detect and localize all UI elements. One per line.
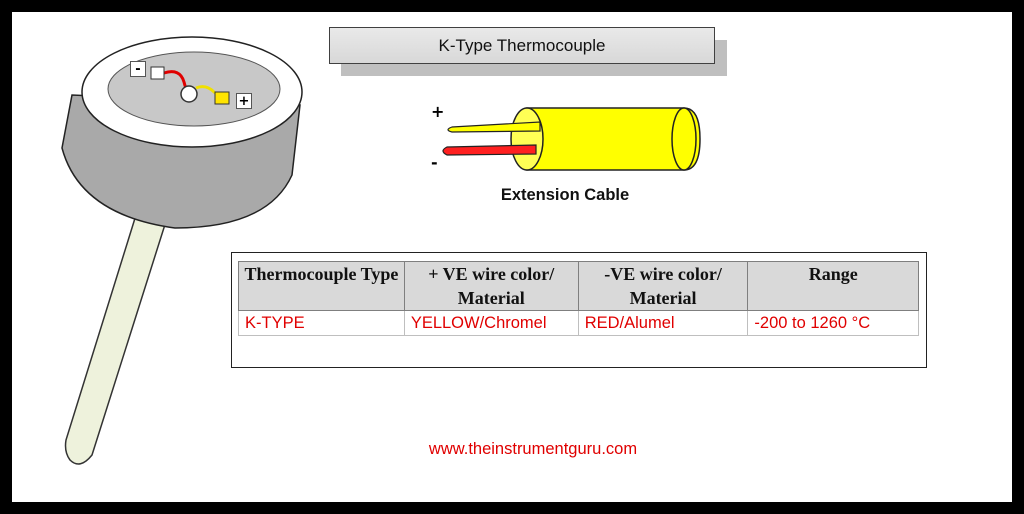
header-range: Range (747, 261, 919, 311)
cell-positive-wire: YELLOW/Chromel (403, 310, 579, 336)
cell-range: -200 to 1260 °C (747, 310, 919, 336)
header-thermocouple-type: Thermocouple Type (238, 261, 405, 311)
cable-positive-sign: + (431, 102, 445, 121)
cell-type: K-TYPE (238, 310, 405, 336)
spec-table-panel: Thermocouple Type + VE wire color/ Mater… (231, 252, 927, 368)
cell-negative-wire: RED/Alumel (577, 310, 749, 336)
table-row: K-TYPE YELLOW/Chromel RED/Alumel -200 to… (238, 310, 919, 336)
probe-stem (64, 214, 170, 465)
probe-head (61, 36, 303, 229)
header-positive-wire: + VE wire color/ Material (403, 261, 579, 311)
extension-cable (442, 107, 701, 171)
spec-table: Thermocouple Type + VE wire color/ Mater… (238, 261, 919, 336)
negative-wire (442, 144, 537, 156)
header-negative-wire: -VE wire color/ Material (577, 261, 749, 311)
positive-wire (447, 121, 541, 133)
probe-positive-terminal-label: + (236, 93, 252, 109)
cable-negative-sign: - (431, 153, 438, 172)
table-header-row: Thermocouple Type + VE wire color/ Mater… (238, 261, 919, 311)
diagram-title: K-Type Thermocouple (329, 27, 715, 64)
footer-url: www.theinstrumentguru.com (428, 440, 638, 458)
probe-negative-terminal-label: - (130, 61, 146, 77)
extension-cable-caption: Extension Cable (500, 186, 630, 204)
